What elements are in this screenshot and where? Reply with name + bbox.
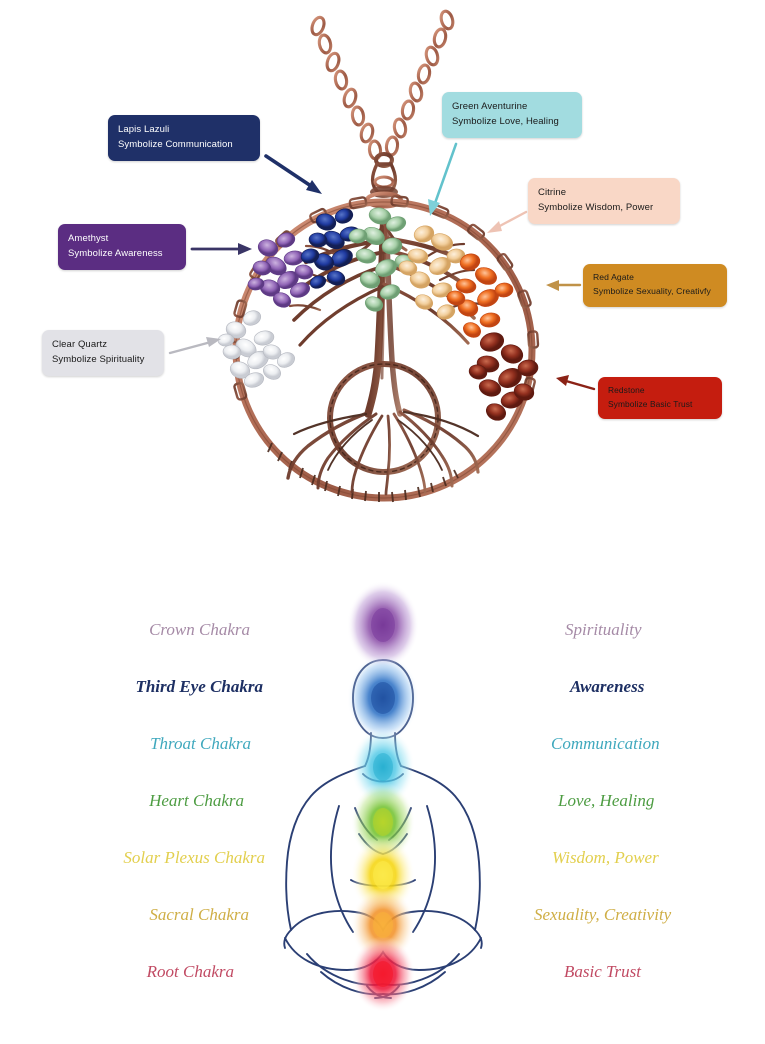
chakra-right-label-basic-trust: Basic Trust (564, 962, 641, 981)
callout-subtitle: Symbolize Awareness (68, 248, 163, 260)
gem-cluster-clear-quartz (217, 310, 295, 388)
gem-cluster-amethyst (247, 232, 314, 308)
chakra-left-label-heart: Heart Chakra (149, 791, 244, 810)
gem-cluster-citrine (398, 225, 466, 320)
callout-subtitle: Symbolize Wisdom, Power (538, 202, 654, 214)
chakra-left-label-crown: Crown Chakra (149, 620, 250, 639)
callout-clear-quartz[interactable]: Clear Quartz Symbolize Spirituality (42, 330, 164, 376)
callout-subtitle: Symbolize Sexuality, Creativfy (593, 285, 711, 296)
arrow-green-aventurine (428, 142, 458, 216)
chakra-left-label-sacral: Sacral Chakra (149, 905, 249, 924)
callout-title: Amethyst (68, 233, 109, 244)
callout-title: Green Aventurine (452, 101, 528, 112)
chakra-left-label-throat: Throat Chakra (150, 734, 251, 753)
callout-subtitle: Symbolize Love, Healing (452, 116, 559, 128)
callout-title: Redstone (608, 385, 645, 395)
callout-title: Citrine (538, 187, 567, 198)
callout-subtitle: Symbolize Basic Trust (608, 398, 693, 409)
chakra-right-label-wisdom-power: Wisdom, Power (552, 848, 659, 867)
callout-lapis-lazuli[interactable]: Lapis Lazuli Symbolize Communication (108, 115, 260, 161)
chakra-right-label-love-healing: Love, Healing (558, 791, 655, 810)
necklace-chain (310, 9, 455, 161)
callout-green-aventurine[interactable]: Green Aventurine Symbolize Love, Healing (442, 92, 582, 138)
chakra-left-label-third-eye: Third Eye Chakra (135, 677, 263, 696)
callout-title: Red Agate (593, 272, 635, 282)
arrow-lapis-lazuli (264, 154, 322, 194)
callout-red-agate[interactable]: Red Agate Symbolize Sexuality, Creativfy (583, 264, 727, 307)
arrow-red-agate (546, 280, 582, 291)
callout-redstone[interactable]: Redstone Symbolize Basic Trust (598, 377, 722, 420)
chakra-orbs (347, 581, 419, 1012)
callout-title: Clear Quartz (52, 339, 108, 350)
chakra-right-label-spirituality: Spirituality (565, 620, 642, 639)
arrow-citrine (487, 210, 528, 233)
callout-title: Lapis Lazuli (118, 124, 170, 135)
chakra-right-label-sexuality-creativity: Sexuality, Creativity (534, 905, 672, 924)
callout-amethyst[interactable]: Amethyst Symbolize Awareness (58, 224, 186, 270)
tree-roots (286, 408, 480, 496)
pendant-panel: Lapis Lazuli Symbolize Communication Gre… (42, 9, 727, 503)
gem-cluster-redstone (468, 332, 539, 421)
arrow-redstone (556, 375, 596, 391)
chakra-left-label-root: Root Chakra (146, 962, 234, 981)
gem-cluster-red-agate (446, 253, 514, 338)
callout-arrows (168, 142, 596, 391)
callout-subtitle: Symbolize Communication (118, 139, 233, 151)
chakra-left-label-solar-plexus: Solar Plexus Chakra (123, 848, 265, 867)
chakra-chart-panel: Crown Chakra Third Eye Chakra Throat Cha… (0, 560, 765, 1044)
meditating-figure-illustration (283, 581, 483, 1012)
gem-cluster-green-aventurine (348, 207, 414, 312)
chakra-right-label-awareness: Awareness (570, 677, 645, 696)
arrow-clear-quartz (168, 337, 221, 355)
tree-of-life-pendant-illustration (168, 9, 596, 503)
callout-subtitle: Symbolize Spirituality (52, 354, 145, 366)
arrow-amethyst (190, 243, 252, 255)
callout-citrine[interactable]: Citrine Symbolize Wisdom, Power (528, 178, 680, 224)
chakra-right-label-communication: Communication (551, 734, 660, 753)
